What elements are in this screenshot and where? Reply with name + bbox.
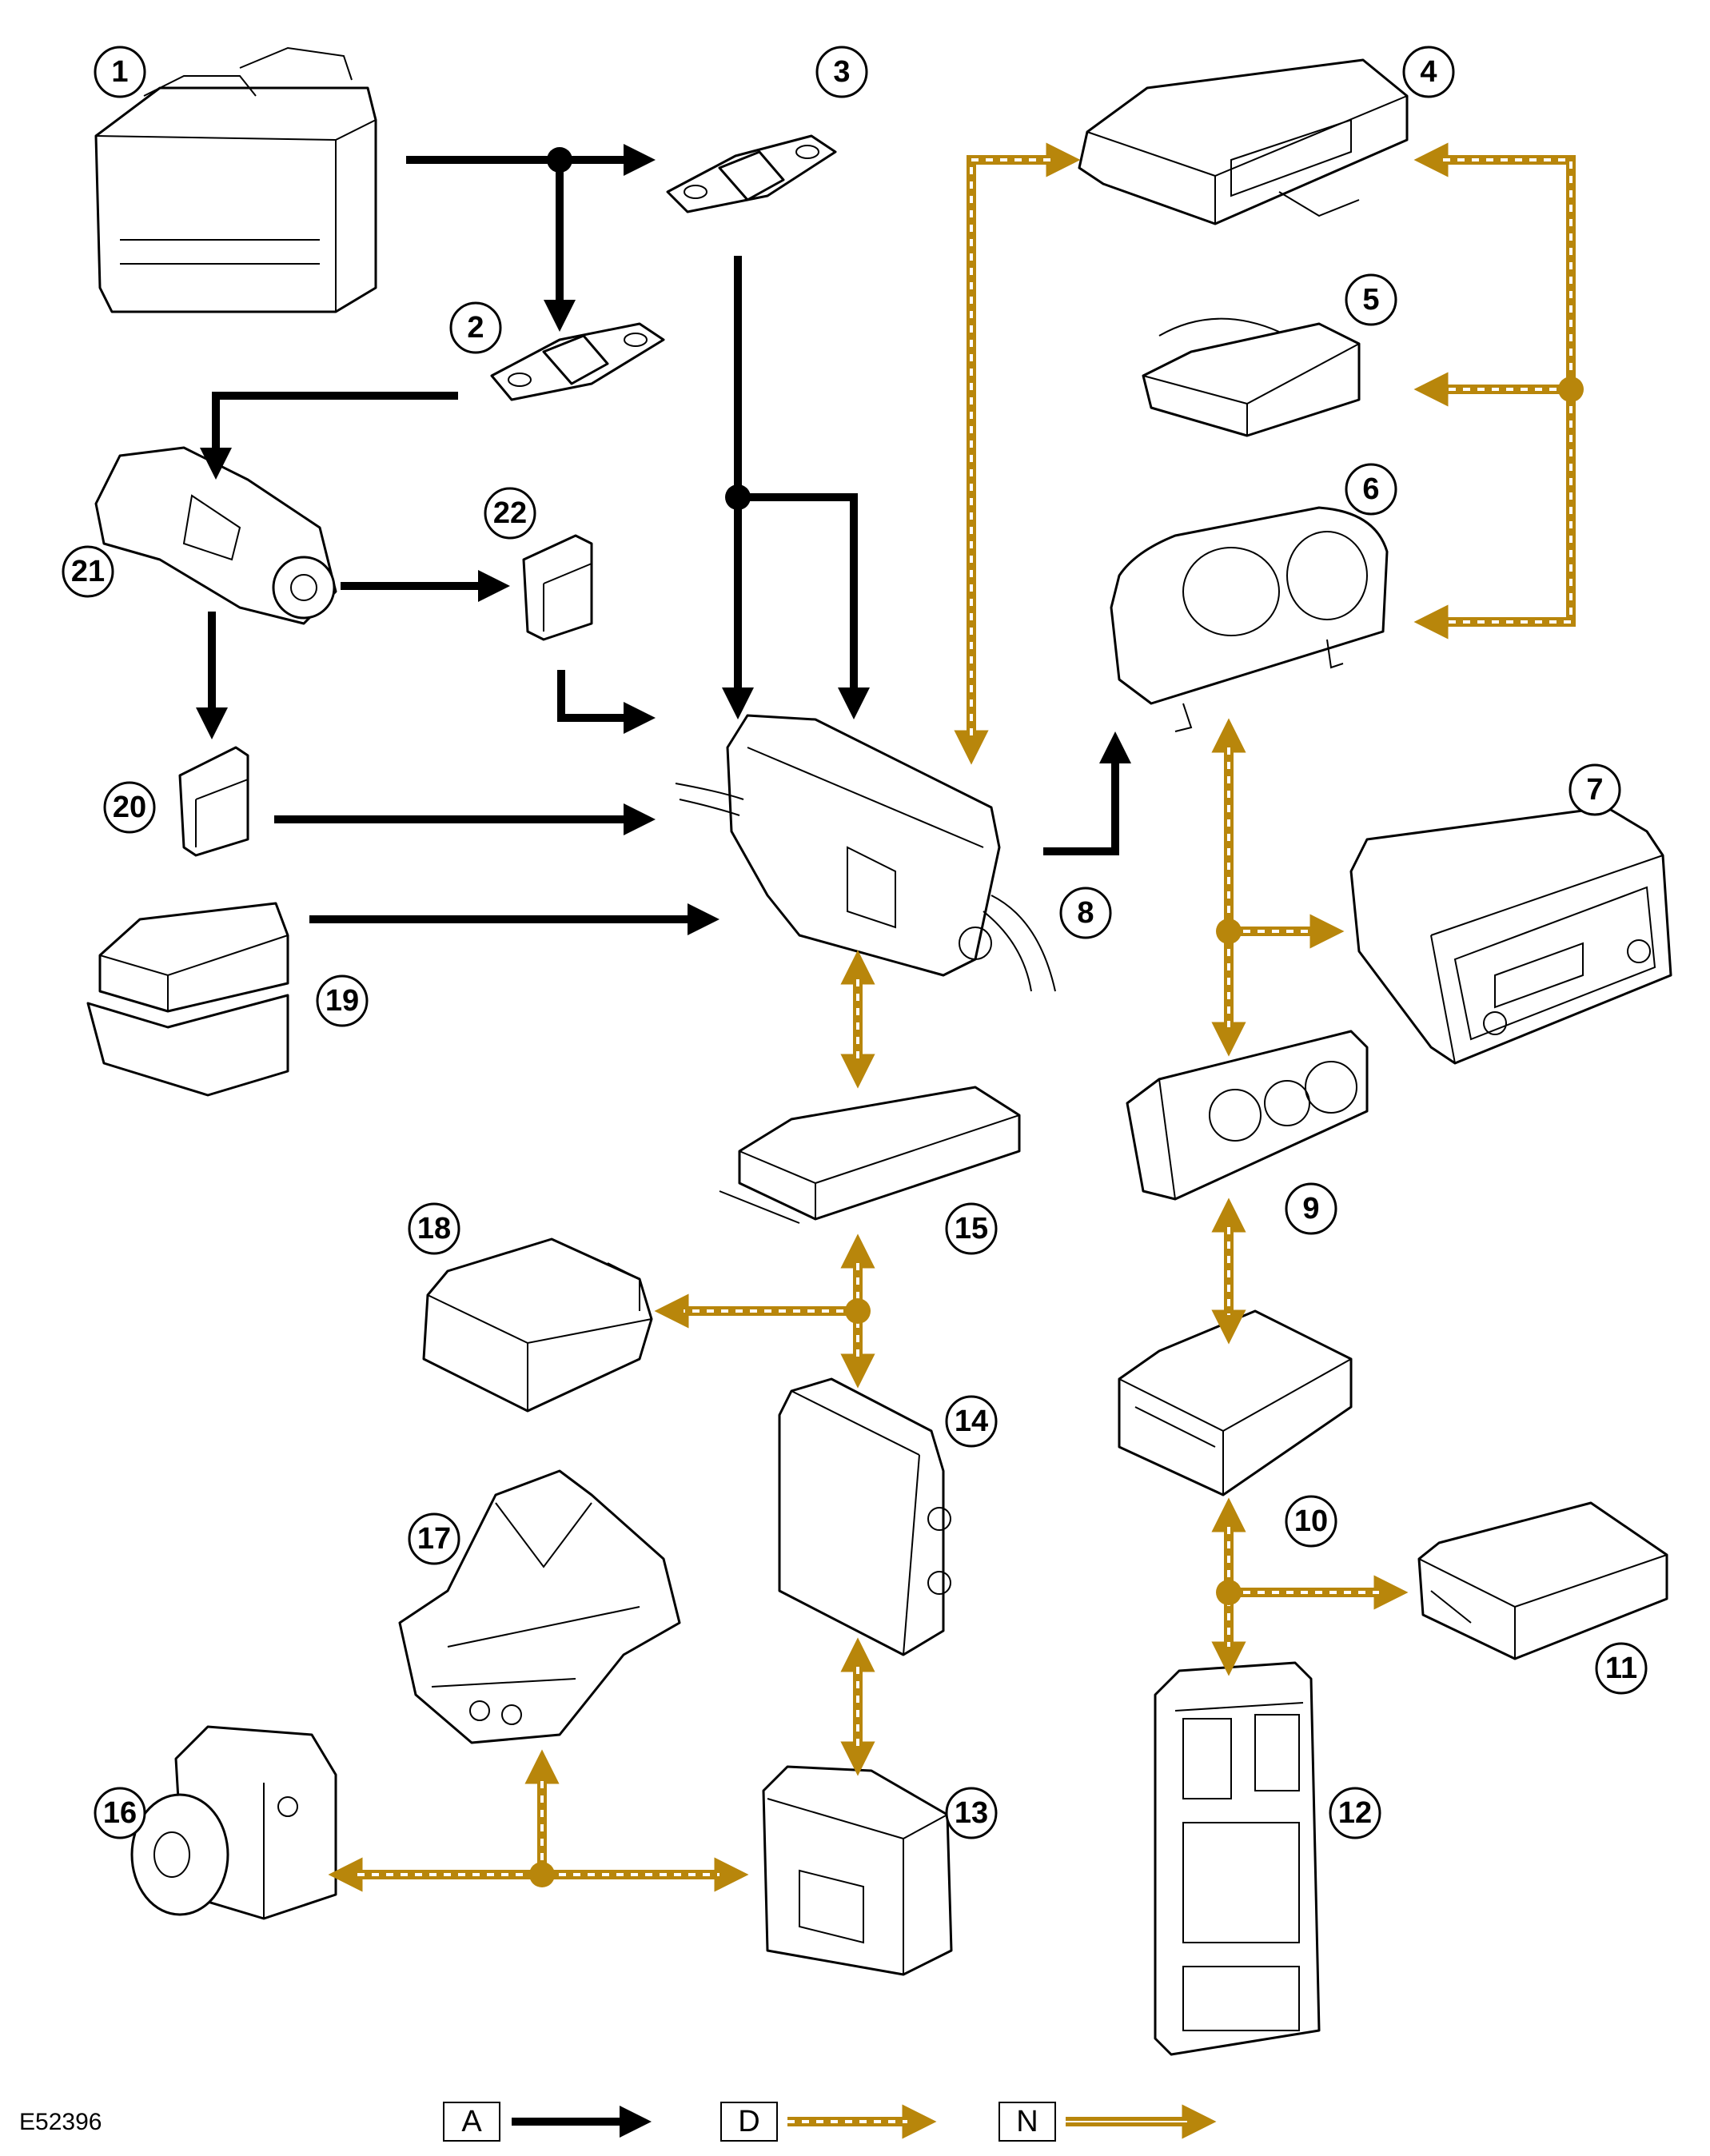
callout-label: 2 bbox=[467, 311, 484, 345]
wire-fuse3-to-module8-b bbox=[738, 493, 870, 719]
junction-dot bbox=[845, 1298, 871, 1324]
wire-fuse2-to-ignition bbox=[200, 392, 458, 480]
callout-label: 10 bbox=[1294, 1504, 1328, 1538]
callout-label: 7 bbox=[1586, 773, 1603, 807]
callout-label: 14 bbox=[955, 1405, 988, 1438]
callout-label: 8 bbox=[1077, 896, 1094, 930]
receiver-module bbox=[1142, 317, 1361, 437]
legend-item-n: N bbox=[998, 2102, 1217, 2142]
bus-cluster-to-climate bbox=[1211, 718, 1345, 1057]
callout-label: 13 bbox=[955, 1796, 988, 1830]
callout-19: 19 bbox=[316, 974, 369, 1027]
callout-16: 16 bbox=[94, 1787, 146, 1839]
abs-modulator bbox=[130, 1725, 337, 1920]
legend-label-n: N bbox=[1016, 2105, 1038, 2138]
electronic-module-8 bbox=[675, 714, 1056, 992]
callout-11: 11 bbox=[1595, 1642, 1648, 1695]
callout-label: 5 bbox=[1362, 283, 1379, 317]
callout-22: 22 bbox=[484, 487, 536, 540]
callout-label: 11 bbox=[1605, 1652, 1637, 1685]
control-module bbox=[1078, 58, 1409, 225]
callout-label: 9 bbox=[1302, 1192, 1319, 1225]
callout-5: 5 bbox=[1345, 273, 1397, 326]
bus-right-4-5-6 bbox=[1413, 142, 1584, 640]
callout-7: 7 bbox=[1568, 763, 1621, 816]
callout-label: 12 bbox=[1338, 1796, 1372, 1830]
callout-label: 17 bbox=[417, 1522, 451, 1556]
bus-module10-to-fusebox bbox=[1211, 1497, 1409, 1676]
callout-17: 17 bbox=[408, 1512, 460, 1565]
callout-3: 3 bbox=[815, 46, 868, 98]
callout-1: 1 bbox=[94, 46, 146, 98]
callout-label: 3 bbox=[833, 55, 850, 89]
ignition-switch bbox=[94, 446, 337, 625]
audio-head-unit bbox=[1349, 806, 1672, 1065]
callout-12: 12 bbox=[1329, 1787, 1381, 1839]
gateway-module bbox=[719, 1086, 1021, 1224]
junction-dot bbox=[1216, 1580, 1242, 1605]
instrument-cluster bbox=[1110, 506, 1389, 732]
callout-label: 15 bbox=[955, 1212, 988, 1245]
callout-18: 18 bbox=[408, 1202, 460, 1255]
callout-label: 16 bbox=[103, 1796, 137, 1830]
fuse bbox=[522, 534, 593, 641]
callout-14: 14 bbox=[945, 1395, 998, 1448]
control-module-13 bbox=[762, 1765, 953, 1976]
callout-20: 20 bbox=[103, 781, 156, 834]
mega-fuse bbox=[666, 134, 837, 213]
mega-fuse bbox=[490, 322, 665, 401]
legend-item-a: A bbox=[443, 2102, 652, 2142]
junction-dot bbox=[1216, 919, 1242, 944]
callout-label: 21 bbox=[71, 555, 105, 588]
callout-9: 9 bbox=[1285, 1182, 1337, 1235]
bus-abs-to-module13 bbox=[328, 1749, 749, 1892]
junction-dot bbox=[529, 1862, 555, 1887]
junction-dot bbox=[547, 147, 572, 173]
wire-module8-to-cluster bbox=[1043, 731, 1131, 855]
callout-label: 4 bbox=[1420, 55, 1437, 89]
fuse-box bbox=[1154, 1661, 1321, 2056]
power-wires bbox=[196, 144, 1131, 935]
callout-2: 2 bbox=[449, 301, 502, 354]
junction-dot bbox=[725, 484, 751, 510]
climate-control-panel bbox=[1126, 1030, 1369, 1201]
callout-15: 15 bbox=[945, 1202, 998, 1255]
callout-label: 19 bbox=[325, 984, 359, 1018]
legend-item-d: D bbox=[720, 2102, 937, 2142]
callout-21: 21 bbox=[62, 545, 114, 598]
legend: A D N bbox=[443, 2102, 1217, 2142]
parking-brake-switch bbox=[86, 902, 289, 1097]
bus-module8-to-module4 bbox=[954, 142, 1081, 765]
bus-wires bbox=[328, 142, 1584, 1892]
callout-6: 6 bbox=[1345, 463, 1397, 516]
engine-control-module bbox=[778, 1377, 951, 1656]
legend-label-d: D bbox=[738, 2105, 759, 2138]
callout-4: 4 bbox=[1402, 46, 1455, 98]
callout-10: 10 bbox=[1285, 1495, 1337, 1548]
callout-8: 8 bbox=[1059, 887, 1112, 939]
callout-label: 20 bbox=[113, 791, 146, 824]
restraints-control-module bbox=[422, 1237, 653, 1413]
control-module-11 bbox=[1417, 1501, 1668, 1660]
fuse bbox=[178, 746, 249, 857]
bus-gateway-to-ecm bbox=[654, 1233, 875, 1389]
transmission-valve-body bbox=[398, 1469, 681, 1744]
wire-fuse22-to-module8 bbox=[557, 670, 656, 734]
junction-dot bbox=[1558, 377, 1584, 402]
figure-id: E52396 bbox=[19, 2109, 102, 2135]
callout-label: 22 bbox=[493, 496, 527, 530]
legend-label-a: A bbox=[461, 2105, 482, 2138]
battery bbox=[94, 46, 377, 313]
callout-label: 1 bbox=[111, 55, 128, 89]
callout-13: 13 bbox=[945, 1787, 998, 1839]
control-module-10 bbox=[1118, 1309, 1353, 1496]
callout-label: 6 bbox=[1362, 472, 1379, 506]
callout-label: 18 bbox=[417, 1212, 451, 1245]
